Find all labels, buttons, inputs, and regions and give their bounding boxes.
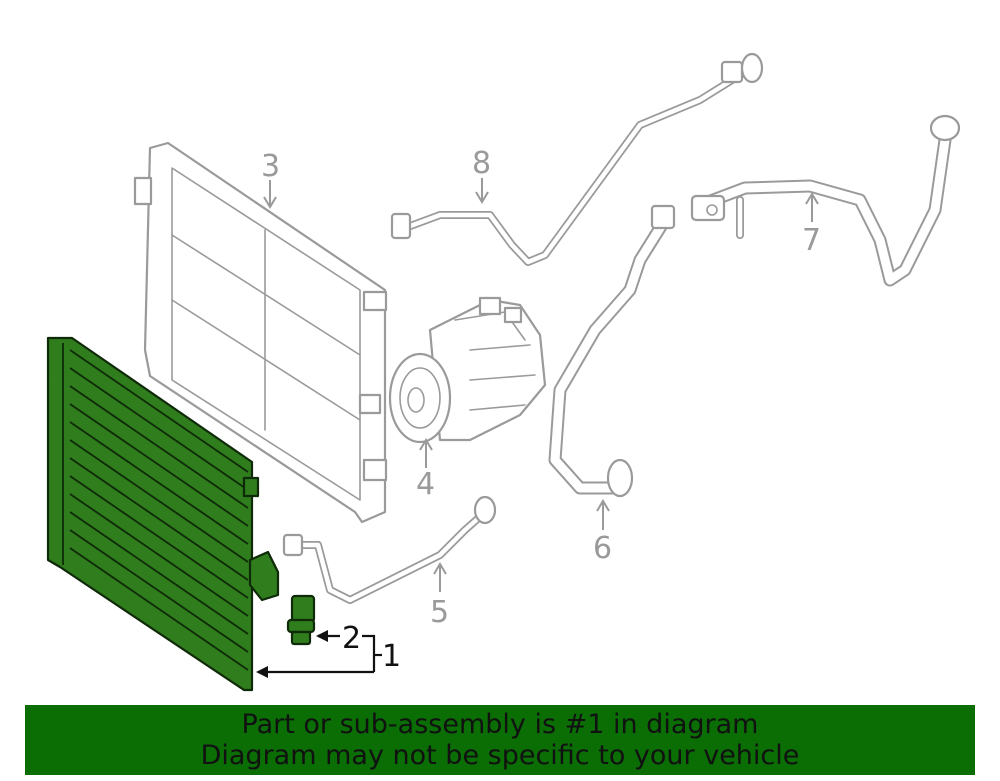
suction-pipe bbox=[390, 52, 764, 266]
callout-leaders bbox=[263, 178, 819, 592]
callout-2: 2 bbox=[342, 621, 361, 656]
liquid-line bbox=[282, 495, 497, 604]
flexible-hose bbox=[548, 204, 676, 498]
pressure-sensor bbox=[286, 594, 316, 646]
parts-diagram: 3 8 7 4 6 5 2 1 bbox=[46, 52, 961, 692]
condenser bbox=[46, 336, 280, 692]
callout-5: 5 bbox=[430, 595, 449, 630]
banner-line-2: Diagram may not be specific to your vehi… bbox=[200, 740, 800, 771]
info-banner: Part or sub-assembly is #1 in diagram Di… bbox=[25, 705, 975, 775]
callout-4: 4 bbox=[416, 467, 435, 502]
discharge-hose bbox=[690, 114, 961, 287]
callout-6: 6 bbox=[593, 531, 612, 566]
callout-3: 3 bbox=[261, 149, 280, 184]
callout-8: 8 bbox=[472, 146, 491, 181]
callout-1: 1 bbox=[382, 639, 401, 674]
banner-line-1: Part or sub-assembly is #1 in diagram bbox=[241, 709, 759, 740]
callout-7: 7 bbox=[802, 223, 821, 258]
radiator-support-frame bbox=[133, 141, 388, 524]
ac-compressor bbox=[388, 296, 547, 444]
callout-leaders-black bbox=[256, 630, 382, 678]
